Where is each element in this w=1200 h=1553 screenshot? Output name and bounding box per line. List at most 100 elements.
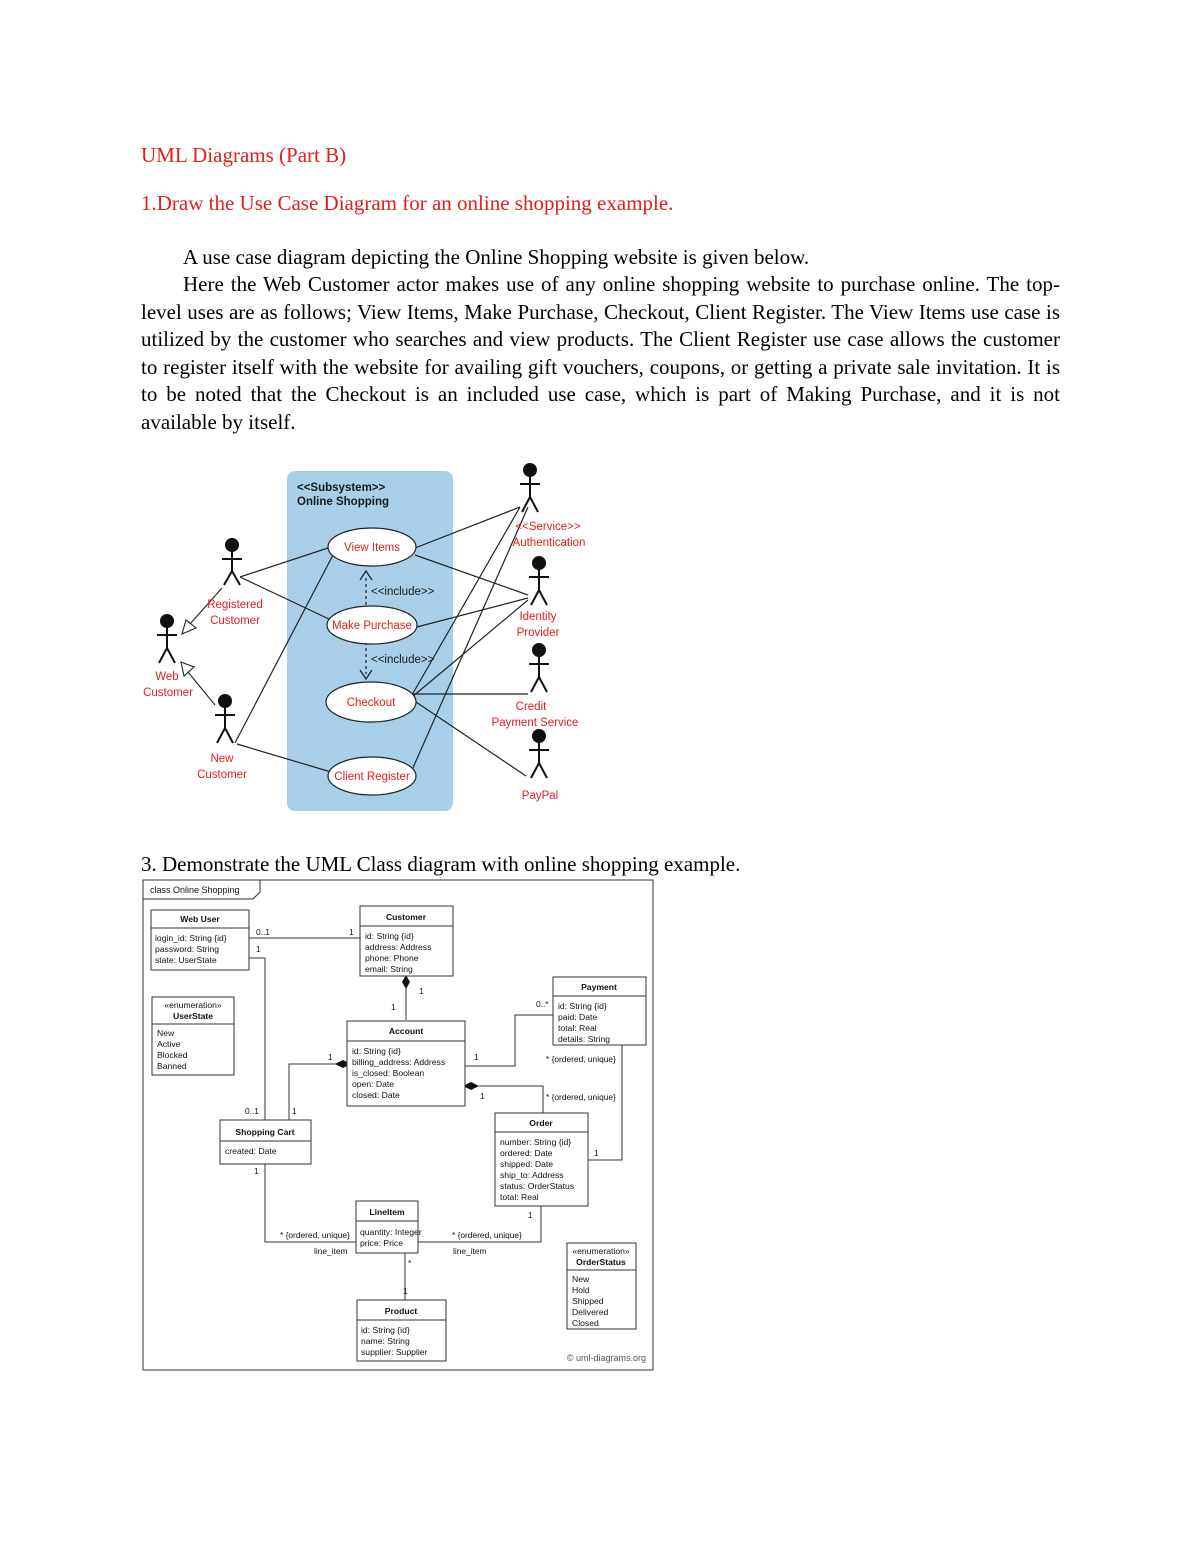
- class-payment: Payment id: String {id} paid: Date total…: [552, 976, 647, 1046]
- svg-text:address: Address: address: Address: [365, 942, 431, 952]
- class-product: Product id: String {id} name: String sup…: [356, 1299, 447, 1362]
- actor-paypal: [529, 729, 549, 779]
- svg-text:quantity: Integer: quantity: Integer: [360, 1227, 422, 1237]
- svg-text:* {ordered, unique}: * {ordered, unique}: [452, 1230, 522, 1240]
- svg-text:0..*: 0..*: [536, 999, 549, 1009]
- actor-new-label-1: New: [210, 753, 234, 765]
- question-1: 1.Draw the Use Case Diagram for an onlin…: [141, 191, 674, 215]
- actor-web-customer: [157, 614, 177, 664]
- svg-text:1: 1: [256, 944, 261, 954]
- composition-diamond-order: [463, 1082, 479, 1090]
- svg-text:Payment: Payment: [581, 982, 617, 992]
- subsystem-name: Online Shopping: [297, 496, 389, 508]
- svg-text:OrderStatus: OrderStatus: [576, 1257, 626, 1267]
- svg-text:supplier: Supplier: supplier: Supplier: [361, 1347, 428, 1357]
- class-shopping-cart: Shopping Cart created: Date: [219, 1119, 312, 1165]
- actor-credit-label-2: Payment Service: [492, 717, 579, 729]
- svg-text:0..1: 0..1: [245, 1106, 259, 1116]
- svg-text:id: String {id}: id: String {id}: [558, 1001, 607, 1011]
- svg-text:shipped: Date: shipped: Date: [500, 1159, 553, 1169]
- actor-authentication: [520, 463, 540, 513]
- svg-text:«enumeration»: «enumeration»: [164, 1000, 222, 1010]
- svg-text:Product: Product: [385, 1306, 418, 1316]
- class-order: Order number: String {id} ordered: Date …: [494, 1112, 589, 1207]
- svg-text:ordered: Date: ordered: Date: [500, 1148, 553, 1158]
- actor-new-customer: [215, 694, 235, 744]
- svg-text:1: 1: [594, 1148, 599, 1158]
- svg-text:state: UserState: state: UserState: [155, 955, 217, 965]
- svg-text:Customer: Customer: [386, 912, 427, 922]
- svg-text:Shipped: Shipped: [572, 1296, 604, 1306]
- svg-text:open: Date: open: Date: [352, 1079, 394, 1089]
- svg-text:Blocked: Blocked: [157, 1050, 188, 1060]
- actor-idp-label-2: Provider: [517, 627, 560, 639]
- actor-identity-provider: [529, 556, 549, 606]
- svg-text:Banned: Banned: [157, 1061, 187, 1071]
- svg-text:ship_to: Address: ship_to: Address: [500, 1170, 564, 1180]
- svg-text:1: 1: [403, 1286, 408, 1296]
- svg-text:1: 1: [292, 1106, 297, 1116]
- include-label-2: <<include>>: [371, 654, 435, 666]
- svg-text:Delivered: Delivered: [572, 1307, 609, 1317]
- svg-text:phone: Phone: phone: Phone: [365, 953, 419, 963]
- enum-userstate: «enumeration» UserState New Active Block…: [151, 996, 235, 1076]
- svg-text:Hold: Hold: [572, 1285, 590, 1295]
- svg-text:Shopping Cart: Shopping Cart: [235, 1127, 294, 1137]
- svg-text:1: 1: [528, 1210, 533, 1220]
- svg-text:name: String: name: String: [361, 1336, 410, 1346]
- svg-text:Web User: Web User: [180, 914, 220, 924]
- svg-text:* {ordered, unique}: * {ordered, unique}: [546, 1092, 616, 1102]
- svg-text:*: *: [408, 1258, 412, 1268]
- use-case-make-purchase: Make Purchase: [326, 605, 418, 645]
- use-case-view-items: View Items: [327, 527, 417, 567]
- enum-orderstatus: «enumeration» OrderStatus New Hold Shipp…: [566, 1242, 637, 1330]
- class-diagram: class Online Shopping 0..1 1 1 1 1 1 0..…: [142, 879, 654, 1371]
- svg-text:total: Real: total: Real: [558, 1023, 597, 1033]
- svg-text:1: 1: [328, 1052, 333, 1062]
- svg-text:0..1: 0..1: [256, 927, 270, 937]
- paragraph-1: A use case diagram depicting the Online …: [183, 245, 810, 269]
- svg-text:1: 1: [349, 927, 354, 937]
- svg-text:created: Date: created: Date: [225, 1146, 277, 1156]
- svg-text:id: String {id}: id: String {id}: [352, 1046, 401, 1056]
- svg-text:1: 1: [474, 1052, 479, 1062]
- svg-text:Active: Active: [157, 1039, 181, 1049]
- svg-text:«enumeration»: «enumeration»: [572, 1246, 630, 1256]
- class-lineitem: LineItem quantity: Integer price: Price: [355, 1200, 422, 1254]
- svg-text:is_closed: Boolean: is_closed: Boolean: [352, 1068, 424, 1078]
- frame-label: class Online Shopping: [150, 885, 240, 895]
- svg-text:status: OrderStatus: status: OrderStatus: [500, 1181, 574, 1191]
- class-customer: Customer id: String {id} address: Addres…: [359, 905, 454, 977]
- svg-text:total: Real: total: Real: [500, 1192, 539, 1202]
- actor-new-label-2: Customer: [197, 769, 247, 781]
- svg-text:View Items: View Items: [344, 542, 400, 554]
- svg-text:LineItem: LineItem: [369, 1207, 405, 1217]
- svg-text:Order: Order: [529, 1118, 553, 1128]
- svg-text:billing_address: Address: billing_address: Address: [352, 1057, 445, 1067]
- svg-text:paid: Date: paid: Date: [558, 1012, 597, 1022]
- svg-text:Closed: Closed: [572, 1318, 599, 1328]
- svg-text:id: String {id}: id: String {id}: [361, 1325, 410, 1335]
- svg-text:details: String: details: String: [558, 1034, 610, 1044]
- actor-idp-label-1: Identity: [519, 611, 556, 623]
- actor-auth-label-1: <<Service>>: [515, 521, 580, 533]
- composition-diamond-customer: [402, 975, 410, 989]
- svg-text:line_item: line_item: [453, 1246, 487, 1256]
- svg-text:1: 1: [391, 1002, 396, 1012]
- use-case-client-register: Client Register: [327, 756, 417, 796]
- svg-text:price: Price: price: Price: [360, 1238, 403, 1248]
- svg-text:closed: Date: closed: Date: [352, 1090, 400, 1100]
- svg-text:line_item: line_item: [314, 1246, 348, 1256]
- class-web-user: Web User login_id: String {id} password:…: [150, 909, 250, 971]
- subsystem-stereotype: <<Subsystem>>: [297, 482, 386, 494]
- question-3: 3. Demonstrate the UML Class diagram wit…: [141, 852, 741, 876]
- svg-text:1: 1: [480, 1091, 485, 1101]
- svg-text:email: String: email: String: [365, 964, 413, 974]
- svg-text:New: New: [572, 1274, 590, 1284]
- use-case-diagram: <<Subsystem>> Online Shopping <<include>…: [143, 463, 585, 811]
- svg-text:New: New: [157, 1028, 175, 1038]
- svg-text:Make Purchase: Make Purchase: [332, 620, 412, 632]
- svg-text:number: String {id}: number: String {id}: [500, 1137, 571, 1147]
- include-label-1: <<include>>: [371, 586, 435, 598]
- actor-credit-label-1: Credit: [516, 701, 547, 713]
